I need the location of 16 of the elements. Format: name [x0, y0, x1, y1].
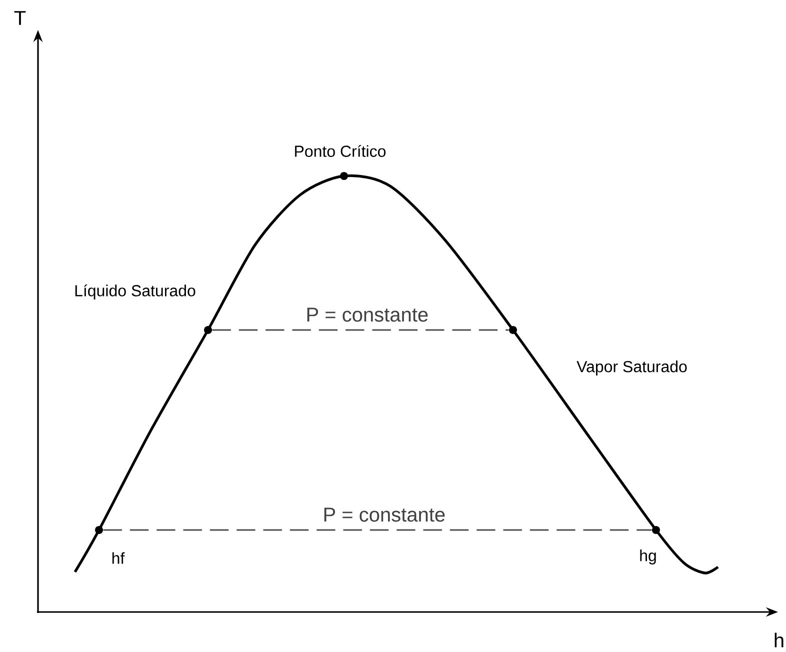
point-marker — [652, 526, 660, 534]
point-marker — [95, 526, 103, 534]
dashed-line — [103, 529, 652, 531]
edge-label: P = constante — [304, 306, 430, 324]
point-label: hf — [112, 552, 125, 564]
point-marker — [340, 172, 348, 180]
edge-label: P = constante — [321, 506, 447, 524]
point-label: Ponto Crítico — [295, 145, 386, 157]
point-marker — [204, 326, 212, 334]
curve-label: Vapor Saturado — [576, 360, 687, 376]
axis-label: h — [774, 632, 784, 648]
curve-label: Líquido Saturado — [75, 284, 196, 300]
point-label: hg — [640, 550, 656, 564]
dashed-line — [212, 329, 509, 331]
axis-label: T — [14, 11, 26, 25]
point-marker — [509, 326, 517, 334]
